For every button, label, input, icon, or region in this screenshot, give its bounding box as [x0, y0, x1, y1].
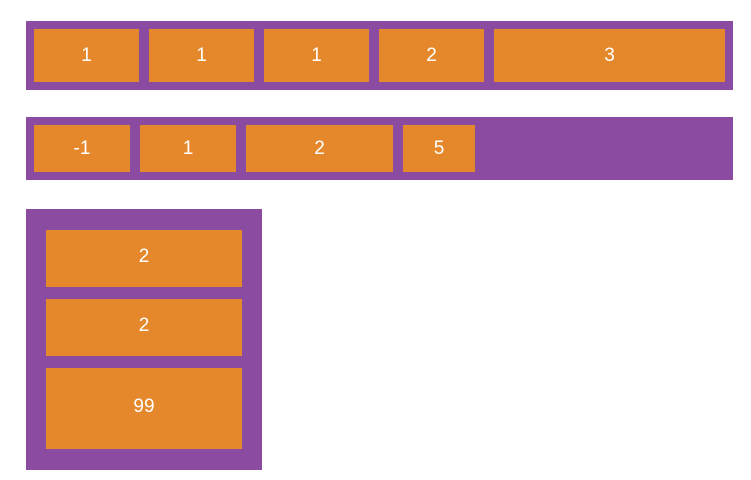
- flex-item-label: 1: [311, 45, 322, 66]
- flex-item-label: 99: [133, 396, 155, 417]
- flex-item-label: 2: [138, 315, 150, 336]
- flex-item: 2: [46, 299, 242, 356]
- flex-item-label: 3: [604, 45, 615, 66]
- flex-item: -1: [34, 125, 130, 172]
- flex-item: 99: [46, 368, 242, 449]
- flex-item: 1: [140, 125, 236, 172]
- flex-item-label: 2: [426, 45, 437, 66]
- flex-item-label: 2: [138, 246, 150, 267]
- flex-item-label: 5: [433, 138, 445, 159]
- flex-item: 2: [379, 29, 484, 82]
- flex-item: 3: [494, 29, 725, 82]
- flex-item: 1: [34, 29, 139, 82]
- flex-item-label: 1: [196, 45, 207, 66]
- flex-item: 2: [46, 230, 242, 287]
- flex-item-label: 1: [81, 45, 92, 66]
- flex-item: 1: [149, 29, 254, 82]
- flex-item: 5: [403, 125, 475, 172]
- flex-item: 1: [264, 29, 369, 82]
- flex-item-label: -1: [73, 138, 91, 159]
- flex-item-label: 2: [314, 138, 325, 159]
- flex-container-row-fixed: -1 1 2 5: [26, 117, 733, 180]
- flex-container-column-grow: 2 2 99: [26, 209, 262, 470]
- flex-container-row-grow: 1 1 1 2 3: [26, 21, 733, 90]
- flex-item-label: 1: [182, 138, 194, 159]
- flex-item: 2: [246, 125, 393, 172]
